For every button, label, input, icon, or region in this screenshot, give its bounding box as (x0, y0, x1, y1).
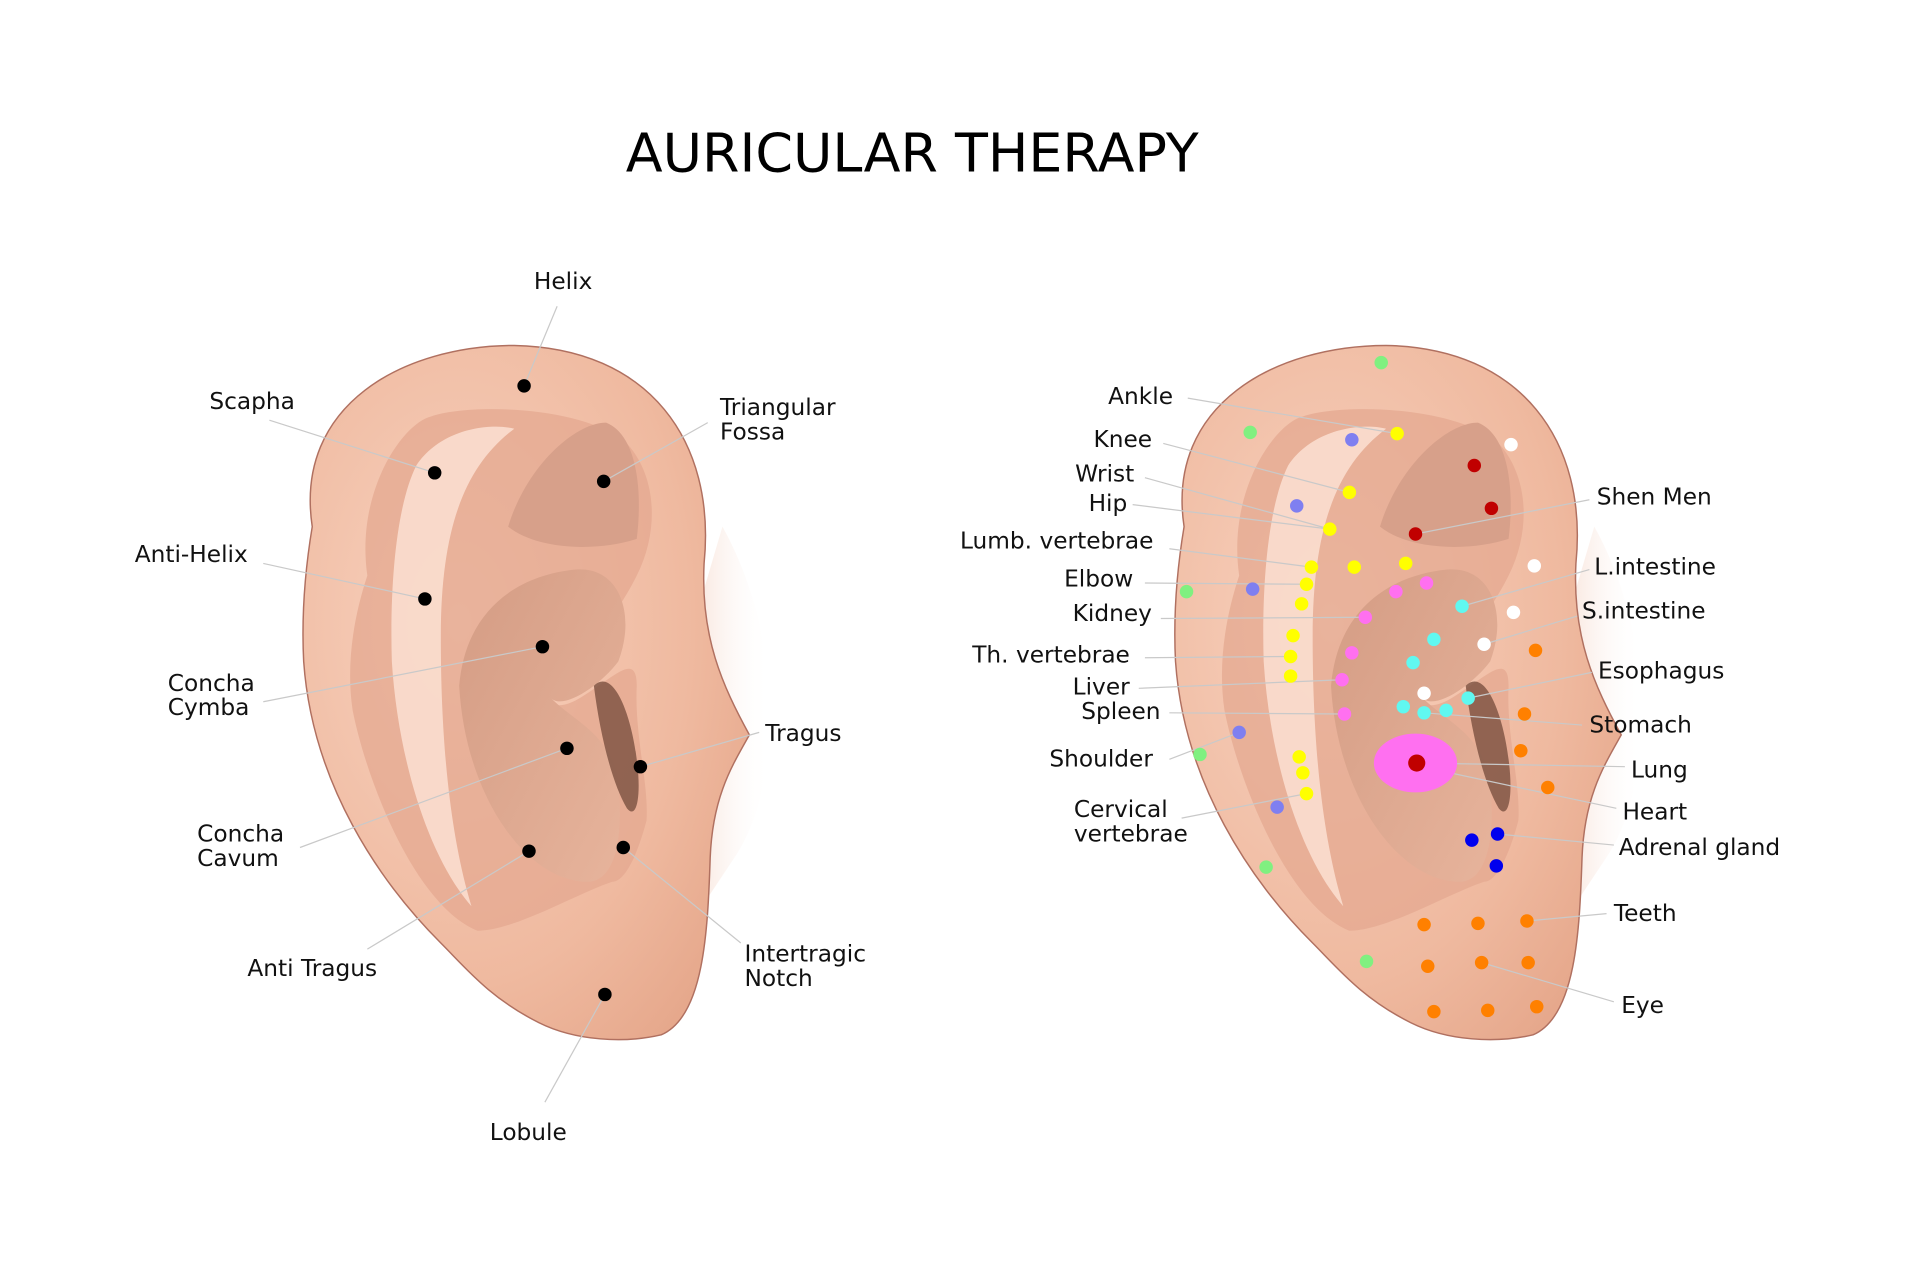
tragus-point[interactable] (633, 759, 648, 774)
label-shen-men: Shen Men (1597, 484, 1712, 511)
label-l-intestine: L.intestine (1594, 553, 1716, 580)
label-adrenal-gland: Adrenal gland (1619, 834, 1780, 861)
label-concha-cymba-2: Cymba (168, 694, 250, 721)
label-s-intestine: S.intestine (1582, 598, 1706, 625)
scapha-point[interactable] (427, 466, 442, 480)
label-kidney: Kidney (1073, 600, 1153, 627)
label-shoulder: Shoulder (1049, 746, 1153, 773)
label-tragus: Tragus (764, 720, 841, 747)
label-spleen: Spleen (1081, 698, 1160, 725)
yellow-points (1283, 426, 1413, 801)
label-helix: Helix (534, 268, 592, 295)
anti-helix-point[interactable] (418, 592, 432, 606)
cyan-points (1396, 599, 1475, 720)
label-lobule: Lobule (490, 1119, 567, 1146)
label-ankle: Ankle (1108, 383, 1173, 410)
label-anti-tragus: Anti Tragus (247, 955, 377, 982)
label-cervical-vertebrae-1: Cervical (1074, 796, 1168, 823)
intertragic-notch-point[interactable] (616, 840, 630, 855)
pink-points (1335, 576, 1434, 721)
anti-tragus-point[interactable] (522, 844, 536, 858)
label-intertragic-notch-1: Intertragic (744, 940, 865, 967)
label-stomach: Stomach (1589, 711, 1692, 738)
label-cervical-vertebrae-2: vertebrae (1074, 820, 1188, 847)
label-concha-cavum-1: Concha (197, 820, 284, 847)
green-points (1179, 355, 1388, 969)
label-concha-cymba-1: Concha (168, 670, 255, 697)
blue-points (1465, 827, 1505, 873)
white-points (1417, 437, 1542, 700)
label-lumb-vertebrae: Lumb. vertebrae (960, 528, 1153, 555)
label-knee: Knee (1093, 426, 1152, 453)
label-teeth: Teeth (1613, 900, 1677, 927)
label-lung: Lung (1631, 757, 1688, 784)
label-th-vertebrae: Th. vertebrae (971, 642, 1130, 669)
label-concha-cavum-2: Cavum (197, 845, 279, 872)
label-intertragic-notch-2: Notch (744, 965, 812, 992)
helix-point[interactable] (517, 379, 531, 393)
lobule-point[interactable] (598, 987, 612, 1002)
anatomy-ear: Helix Scapha Triangular Fossa Anti-Helix… (135, 268, 866, 1146)
dark-red-points (1408, 458, 1499, 772)
label-scapha: Scapha (209, 388, 295, 415)
label-elbow: Elbow (1064, 566, 1133, 593)
acupoint-ear: Ankle Knee Wrist Hip Lumb. vertebrae Elb… (960, 344, 1780, 1041)
label-eye: Eye (1621, 992, 1664, 1019)
label-hip: Hip (1089, 490, 1128, 517)
label-heart: Heart (1622, 798, 1687, 825)
page-title: AURICULAR THERAPY (626, 122, 1199, 185)
orange-points (1417, 643, 1555, 1019)
label-esophagus: Esophagus (1598, 658, 1724, 685)
label-triangular-fossa-2: Fossa (720, 419, 785, 446)
label-triangular-fossa-1: Triangular (719, 394, 836, 421)
label-wrist: Wrist (1075, 460, 1134, 487)
concha-cavum-point[interactable] (560, 741, 574, 756)
concha-cymba-point[interactable] (535, 639, 550, 654)
label-liver: Liver (1073, 673, 1130, 700)
lavender-points (1232, 433, 1359, 814)
triangular-fossa-point[interactable] (596, 474, 611, 489)
label-anti-helix: Anti-Helix (135, 541, 248, 568)
